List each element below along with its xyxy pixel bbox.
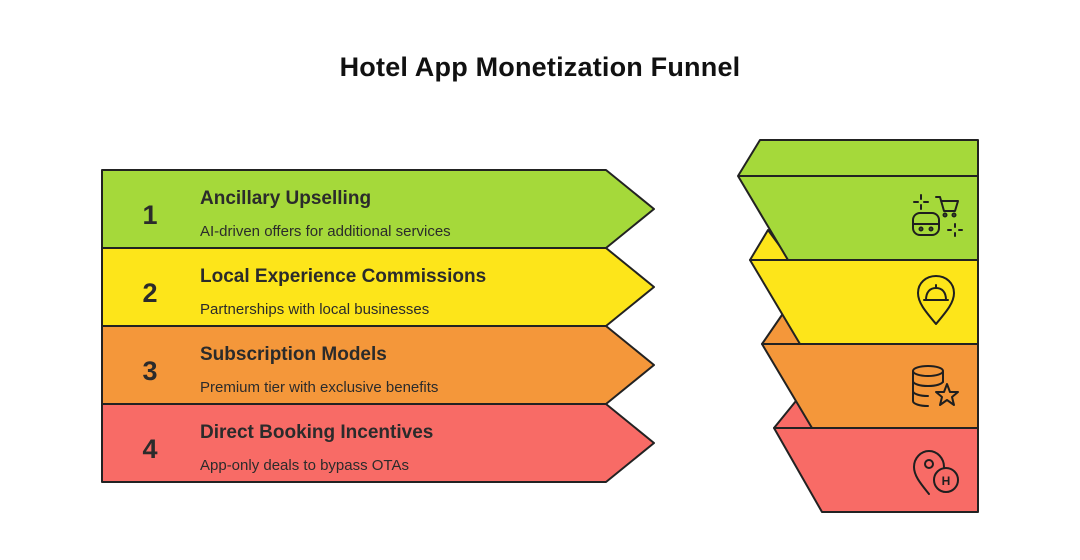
step-3-number: 3 (142, 356, 157, 386)
step-2-number: 2 (142, 278, 157, 308)
step-2-arrow (101, 247, 655, 327)
funnel-layer-1 (737, 139, 979, 261)
step-1-number: 1 (142, 200, 157, 230)
diagram-title: Hotel App Monetization Funnel (339, 52, 741, 82)
step-4-title: Direct Booking Incentives (200, 422, 433, 443)
step-1-title: Ancillary Upselling (200, 188, 371, 209)
step-2-description: Partnerships with local businesses (200, 301, 429, 318)
step-2-title: Local Experience Commissions (200, 266, 486, 287)
step-1-description: AI-driven offers for additional services (200, 223, 451, 240)
step-4-number: 4 (142, 434, 157, 464)
hotel-h-letter: H (942, 474, 951, 488)
step-3-description: Premium tier with exclusive benefits (200, 379, 438, 396)
ai-shopping-cart-icon (912, 194, 963, 237)
step-3: 3 Subscription Models Premium tier with … (101, 325, 655, 405)
hotel-location-pin-icon (913, 450, 959, 495)
step-2: 2 Local Experience Commissions Partnersh… (101, 247, 655, 327)
funnel-layer-4 (773, 427, 979, 513)
step-4: 4 Direct Booking Incentives App-only dea… (101, 403, 655, 483)
step-4-arrow (101, 403, 655, 483)
location-service-bell-icon (917, 275, 955, 325)
step-3-arrow (101, 325, 655, 405)
step-1-arrow (101, 169, 655, 249)
step-1: 1 Ancillary Upselling AI-driven offers f… (101, 169, 655, 249)
step-4-description: App-only deals to bypass OTAs (200, 457, 409, 474)
step-3-title: Subscription Models (200, 344, 387, 365)
database-star-icon (912, 365, 959, 407)
